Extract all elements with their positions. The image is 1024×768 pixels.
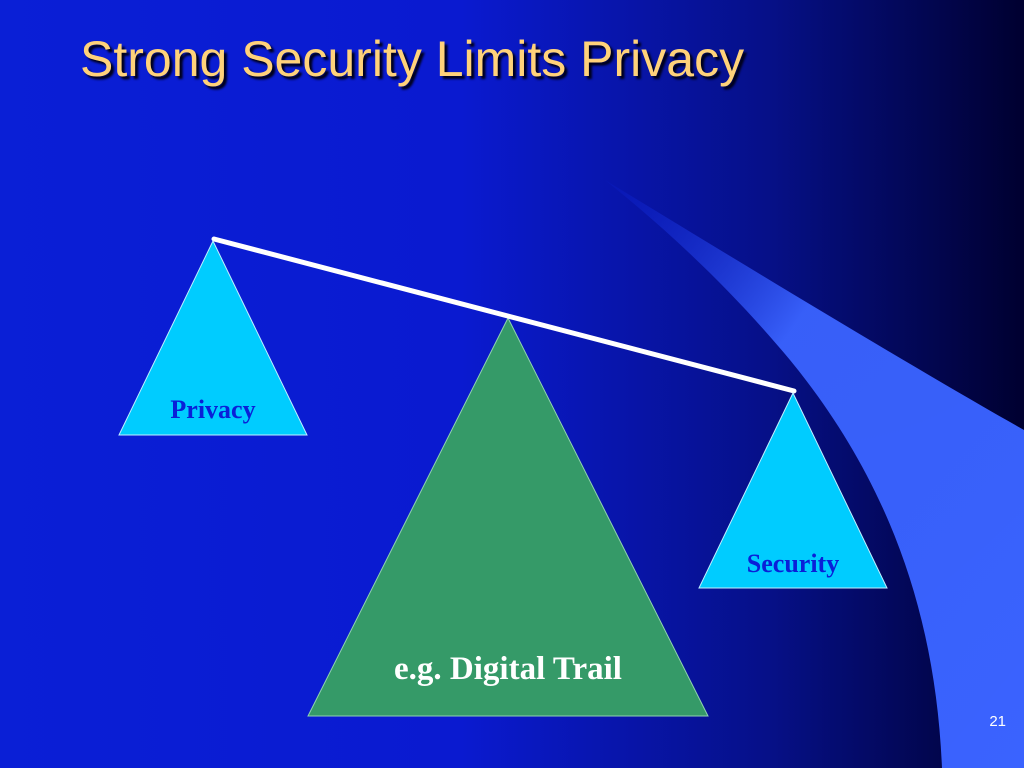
privacy-label: Privacy xyxy=(170,395,255,424)
decorative-swoosh xyxy=(605,180,1024,768)
security-label: Security xyxy=(747,549,839,578)
security-triangle xyxy=(698,391,888,589)
balance-beam xyxy=(211,236,797,394)
privacy-triangle xyxy=(118,239,308,436)
fulcrum-triangle xyxy=(307,316,709,717)
slide-title: Strong Security Limits Privacy xyxy=(80,31,745,87)
fulcrum-label: e.g. Digital Trail xyxy=(394,651,622,687)
slide-number: 21 xyxy=(989,713,1006,730)
